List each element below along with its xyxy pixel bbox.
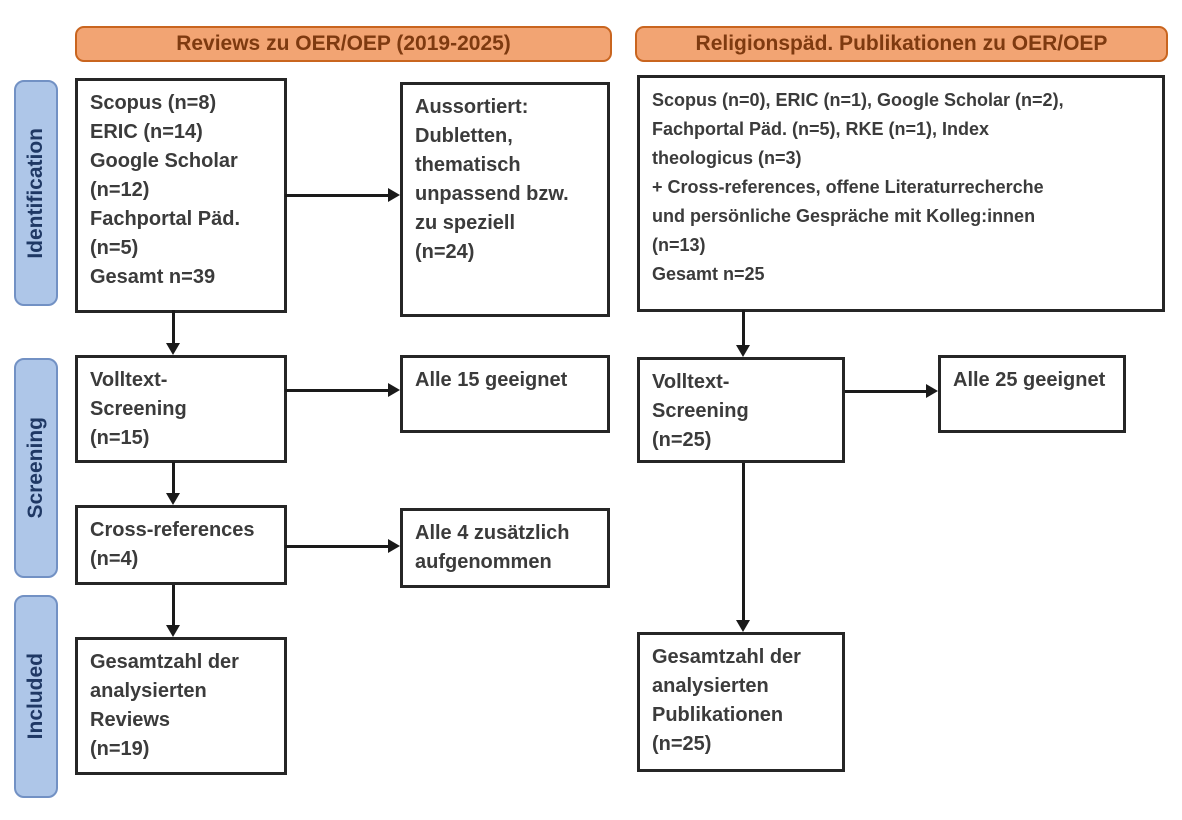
- box-right-sources: Scopus (n=0), ERIC (n=1), Google Scholar…: [637, 75, 1165, 312]
- arrow-right-fulltext-to-result: [845, 384, 938, 398]
- column-header-reviews: Reviews zu OER/OEP (2019-2025): [75, 26, 612, 62]
- arrow-left-crossref-to-result: [285, 539, 400, 553]
- arrow-left-fulltext-to-result: [285, 383, 400, 397]
- stage-identification-label: Identification: [24, 127, 47, 259]
- box-left-sources: Scopus (n=8) ERIC (n=14) Google Scholar …: [75, 78, 287, 313]
- arrow-right-fulltext-to-total: [736, 463, 750, 632]
- arrow-left-crossref-to-total: [166, 585, 180, 637]
- box-left-fulltext-screening: Volltext- Screening (n=15): [75, 355, 287, 463]
- box-left-fulltext-result: Alle 15 geeignet: [400, 355, 610, 433]
- stage-screening-label: Screening: [24, 417, 47, 519]
- stage-included: Included: [14, 595, 58, 798]
- column-header-religionspaed: Religionspäd. Publikationen zu OER/OEP: [635, 26, 1168, 62]
- box-left-excluded: Aussortiert: Dubletten, thematisch unpas…: [400, 82, 610, 317]
- arrow-left-sources-to-excluded: [285, 188, 400, 202]
- box-left-crossref-result: Alle 4 zusätzlich aufgenommen: [400, 508, 610, 588]
- box-right-total: Gesamtzahl der analysierten Publikatione…: [637, 632, 845, 772]
- box-right-fulltext-screening: Volltext- Screening (n=25): [637, 357, 845, 463]
- stage-identification: Identification: [14, 80, 58, 306]
- box-left-crossreferences: Cross-references (n=4): [75, 505, 287, 585]
- stage-screening: Screening: [14, 358, 58, 578]
- arrow-left-fulltext-to-crossref: [166, 462, 180, 505]
- arrow-left-sources-to-fulltext: [166, 310, 180, 355]
- arrow-right-sources-to-fulltext: [736, 310, 750, 357]
- box-left-total: Gesamtzahl der analysierten Reviews (n=1…: [75, 637, 287, 775]
- box-right-fulltext-result: Alle 25 geeignet: [938, 355, 1126, 433]
- stage-included-label: Included: [24, 653, 47, 740]
